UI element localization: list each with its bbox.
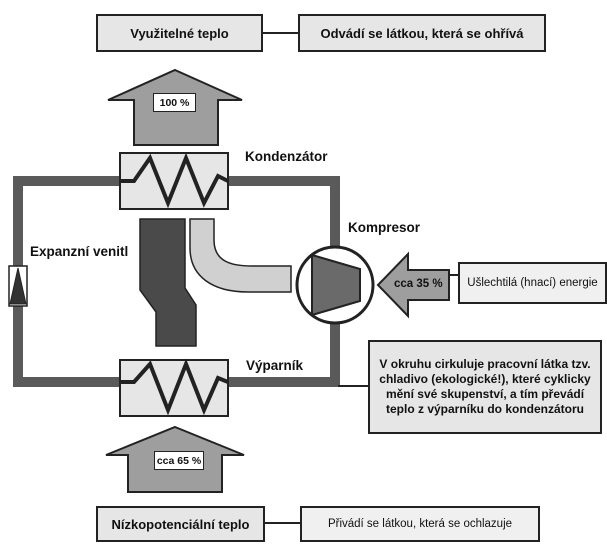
description-text: V okruhu cirkuluje pracovní látka tzv. c… [379, 357, 591, 416]
compressor-label: Kompresor [348, 220, 421, 235]
condenser-label: Kondenzátor [245, 149, 328, 164]
compressor [295, 245, 375, 325]
percentage-100: 100 % [153, 93, 196, 112]
expansion-valve-label: Expanzní venitl [30, 244, 129, 259]
description-box: V okruhu cirkuluje pracovní látka tzv. c… [368, 340, 602, 434]
useful-heat-note-box: Odvádí se látkou, která se ohřívá [298, 14, 546, 52]
condenser [119, 152, 229, 210]
low-potential-note-box: Přivádí se látkou, která se ochlazuje [300, 506, 540, 542]
low-potential-note: Přivádí se látkou, která se ochlazuje [327, 517, 513, 530]
drive-energy-label: Ušlechtilá (hnací) energie [467, 276, 598, 289]
useful-heat-box: Využitelné teplo [96, 14, 263, 52]
low-potential-heat-label: Nízkopotenciální teplo [111, 516, 250, 532]
drive-energy-box: Ušlechtilá (hnací) energie [458, 262, 607, 304]
percentage-100-text: 100 % [159, 96, 190, 109]
useful-heat-label: Využitelné teplo [130, 25, 229, 41]
low-potential-heat-box: Nízkopotenciální teplo [96, 506, 265, 542]
drive-energy-arrow [376, 251, 450, 319]
evaporator [119, 358, 229, 417]
evaporator-label: Výparník [246, 358, 304, 373]
light-refrigerant-shape [189, 218, 292, 293]
percentage-65: cca 65 % [154, 451, 204, 470]
expansion-valve [8, 265, 28, 307]
percentage-35: cca 35 % [394, 278, 443, 290]
percentage-65-text: cca 65 % [156, 454, 202, 467]
useful-heat-note: Odvádí se látkou, která se ohřívá [320, 25, 524, 41]
dark-refrigerant-shape [139, 218, 197, 347]
